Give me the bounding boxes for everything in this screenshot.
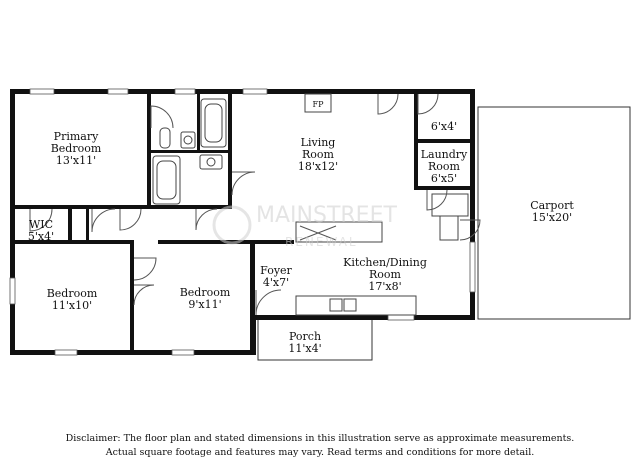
disclaimer-line-2: Actual square footage and features may v… xyxy=(105,447,535,458)
kitchen-size: 17'x8' xyxy=(368,280,401,293)
kitchen-name-2: Room xyxy=(369,268,402,281)
living-room-name-2: Room xyxy=(302,148,335,161)
fireplace xyxy=(304,93,332,113)
fireplace-label: FP xyxy=(313,100,325,109)
living-room-size: 18'x12' xyxy=(298,160,338,173)
porch-name: Porch xyxy=(289,330,321,343)
room-labels: Primary Bedroom 13'x11' Living Room 18'x… xyxy=(28,120,574,355)
living-room-name-1: Living xyxy=(301,136,336,149)
bedroom-left-name: Bedroom xyxy=(47,287,98,300)
watermark-logo: MAINSTREET RENEWAL xyxy=(212,203,397,249)
kitchen-fixtures xyxy=(295,193,469,316)
bedroom-mid-name: Bedroom xyxy=(180,286,231,299)
closet-size: 6'x4' xyxy=(431,120,457,133)
laundry-room-name-1: Laundry xyxy=(421,148,468,161)
bedroom-left-size: 11'x10' xyxy=(52,299,92,312)
windows xyxy=(9,88,476,356)
primary-bedroom-name-2: Bedroom xyxy=(51,142,102,155)
foyer-size: 4'x7' xyxy=(263,276,289,289)
foyer-name: Foyer xyxy=(260,264,292,277)
primary-bedroom-size: 13'x11' xyxy=(56,154,96,167)
kitchen-name-1: Kitchen/Dining xyxy=(343,256,427,269)
carport-outline xyxy=(477,106,631,320)
porch-size: 11'x4' xyxy=(288,342,321,355)
carport-size: 15'x20' xyxy=(532,211,572,224)
interior-walls xyxy=(15,94,470,355)
laundry-room-name-2: Room xyxy=(428,160,461,173)
floor-plan: FP M xyxy=(9,88,631,361)
disclaimer: Disclaimer: The floor plan and stated di… xyxy=(0,432,640,460)
wic-name: WIC xyxy=(29,218,53,231)
disclaimer-line-1: Disclaimer: The floor plan and stated di… xyxy=(65,433,575,444)
carport-name: Carport xyxy=(530,199,574,212)
wic-size: 5'x4' xyxy=(28,230,54,243)
laundry-room-size: 6'x5' xyxy=(431,172,457,185)
bedroom-mid-size: 9'x11' xyxy=(188,298,221,311)
svg-text:MAINSTREET: MAINSTREET xyxy=(256,203,397,228)
door-swings xyxy=(29,93,481,316)
primary-bedroom-name-1: Primary xyxy=(54,130,99,143)
bath-fixtures xyxy=(152,98,227,205)
svg-text:RENEWAL: RENEWAL xyxy=(285,235,358,249)
